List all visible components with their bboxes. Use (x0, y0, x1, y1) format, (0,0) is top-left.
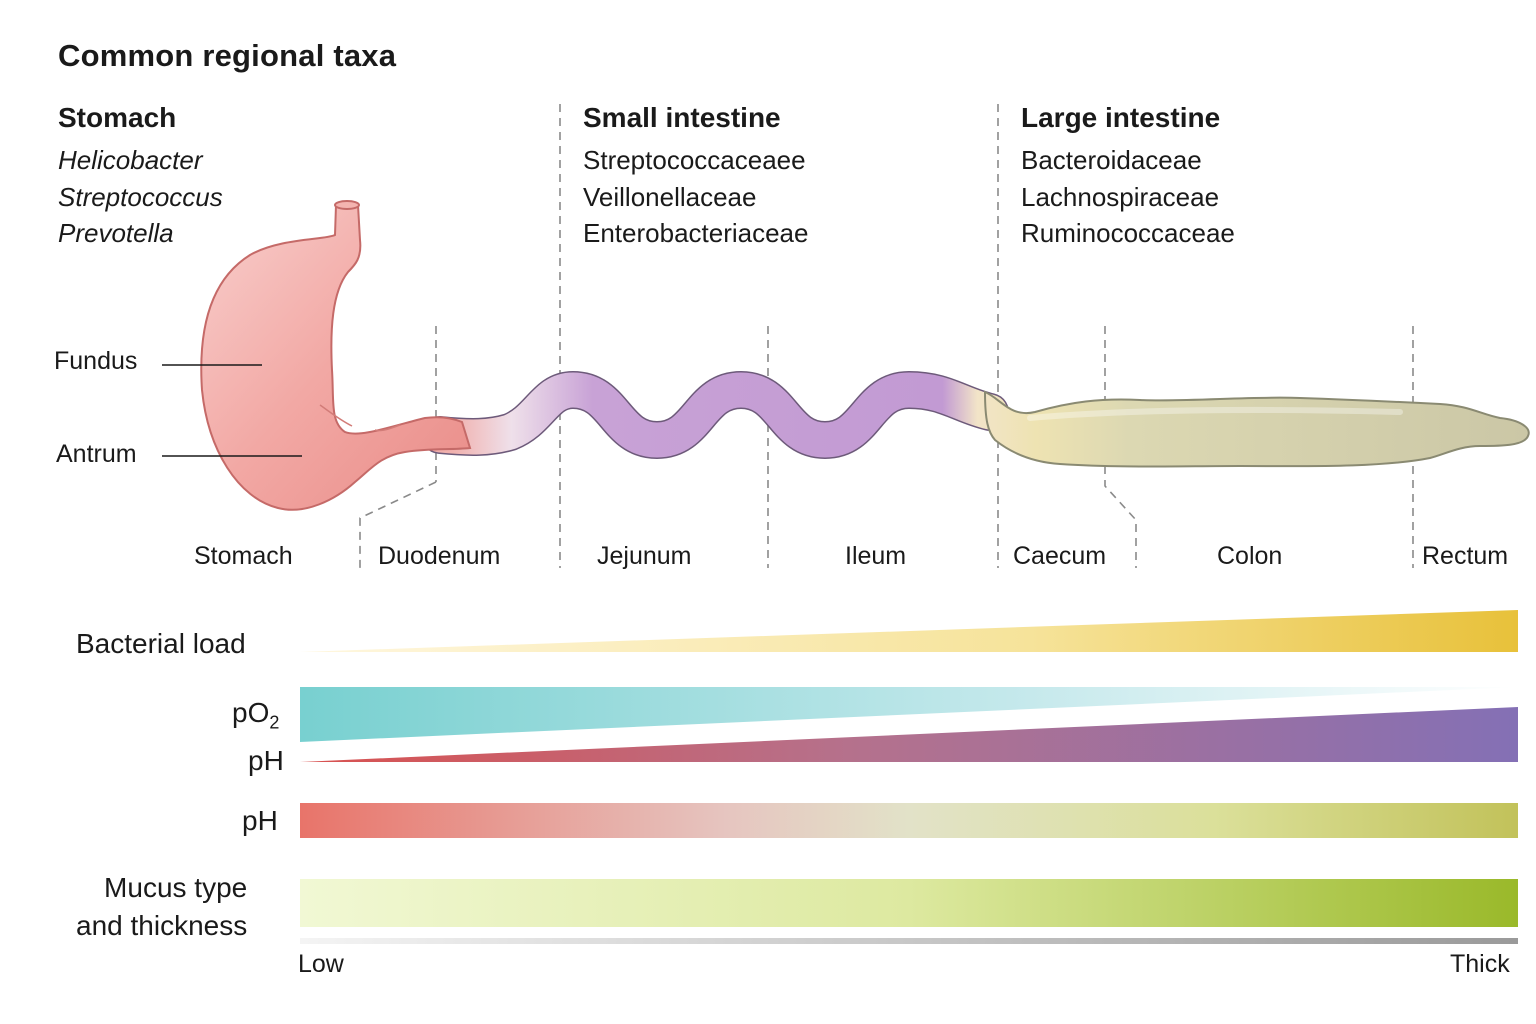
axis-high-label: Thick (1450, 950, 1510, 978)
divider-line (359, 481, 437, 568)
taxon: Prevotella (58, 218, 174, 248)
po2-wedge (300, 687, 1518, 742)
stomach-shape (200, 204, 472, 511)
ph-bar (300, 803, 1518, 838)
axis-low-label: Low (298, 950, 344, 978)
taxa-list-large-intestine: Bacteroidaceae Lachnospiraceae Ruminococ… (1021, 142, 1235, 252)
bacterial-load-label: Bacterial load (76, 628, 246, 659)
fundus-label: Fundus (54, 347, 138, 375)
region-stomach: Stomach Helicobacter Streptococcus Prevo… (58, 102, 223, 252)
taxon: Streptococcaceaee (583, 145, 806, 175)
region-large-intestine: Large intestine Bacteroidaceae Lachnospi… (1021, 102, 1235, 252)
mucus-label-line2: and thickness (76, 910, 248, 941)
antrum-label: Antrum (56, 440, 137, 468)
po2-label: pO2 (232, 697, 279, 734)
ph-wedge (300, 707, 1518, 762)
segment-label-ileum: Ileum (845, 542, 907, 570)
taxon: Streptococcus (58, 181, 223, 212)
ph-bar-label: pH (242, 805, 278, 836)
po2-label-subscript: 2 (269, 712, 280, 733)
taxa-list-small-intestine: Streptococcaceaee Veillonellaceae Entero… (583, 142, 808, 252)
taxon: Bacteroidaceae (1021, 145, 1202, 175)
segment-label-caecum: Caecum (1013, 542, 1107, 570)
ph-wedge-label: pH (248, 745, 284, 776)
divider-line (1104, 326, 1137, 568)
region-title-large-intestine: Large intestine (1021, 102, 1221, 133)
taxon: Ruminococcaceae (1021, 218, 1235, 248)
segment-label-duodenum: Duodenum (378, 542, 501, 570)
region-small-intestine: Small intestine Streptococcaceaee Veillo… (583, 102, 808, 252)
large-intestine-shape (983, 390, 1530, 468)
segment-label-colon: Colon (1217, 542, 1283, 570)
po2-label-text: pO (232, 697, 270, 728)
bacterial-load-wedge (300, 610, 1518, 652)
taxon: Veillonellaceae (583, 181, 757, 212)
region-title-stomach: Stomach (58, 102, 177, 133)
figure-title: Common regional taxa (58, 38, 397, 73)
taxon: Enterobacteriaceae (583, 218, 809, 248)
mucus-label: Mucus type and thickness (76, 869, 247, 945)
taxon: Lachnospiraceae (1021, 181, 1220, 212)
small-intestine-fill (422, 372, 1008, 458)
region-title-small-intestine: Small intestine (583, 102, 781, 133)
segment-label-jejunum: Jejunum (597, 542, 692, 570)
taxa-list-stomach: Helicobacter Streptococcus Prevotella (58, 142, 223, 252)
mucus-label-line1: Mucus type (104, 872, 248, 903)
mucus-bar (300, 879, 1518, 927)
segment-label-stomach: Stomach (194, 542, 293, 570)
segment-label-rectum: Rectum (1422, 542, 1509, 570)
taxon: Helicobacter (58, 145, 203, 175)
axis-gradient-line (300, 938, 1518, 944)
